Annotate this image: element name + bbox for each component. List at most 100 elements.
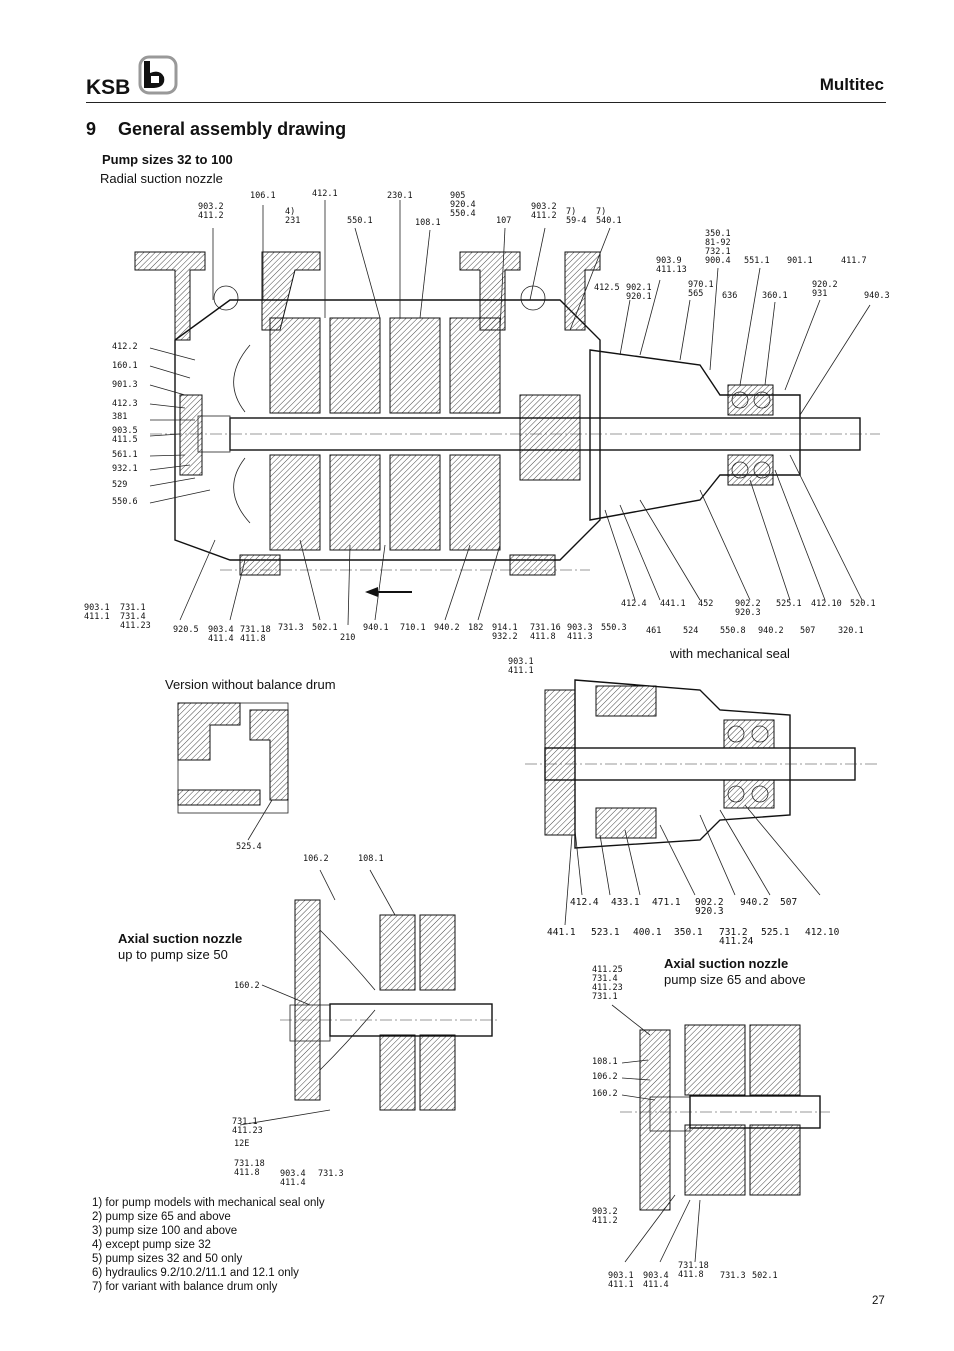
part-label: 902.2 920.3 — [735, 599, 761, 618]
part-label: 636 — [722, 291, 738, 301]
footnotes: 1) for pump models with mechanical seal … — [92, 1196, 325, 1294]
part-label: 7) 59-4 — [566, 207, 587, 226]
part-label: 903.2 411.2 — [592, 1207, 618, 1226]
part-label: 210 — [340, 633, 356, 643]
part-label: 107 — [496, 216, 512, 226]
part-label: 106.2 — [592, 1072, 618, 1082]
part-label: 940.2 — [758, 626, 784, 636]
part-label: 182 — [468, 623, 484, 633]
part-label: 400.1 — [633, 927, 662, 938]
part-label: 902.1 920.1 — [626, 283, 652, 302]
footnote: 4) except pump size 32 — [92, 1239, 211, 1251]
part-label: 731.1 411.23 — [232, 1117, 263, 1136]
part-label: 7) 540.1 — [596, 207, 622, 226]
part-label: 523.1 — [591, 927, 620, 938]
part-label: 452 — [698, 599, 714, 609]
part-label: 160.2 — [592, 1089, 618, 1099]
part-label: 920.5 — [173, 625, 199, 635]
part-label: 905 920.4 550.4 — [450, 191, 476, 219]
part-label: 160.1 — [112, 361, 138, 371]
part-label: 903.2 411.2 — [531, 202, 557, 221]
part-label: 932.1 — [112, 464, 138, 474]
part-label: 108.1 — [592, 1057, 618, 1067]
part-label: 520.1 — [850, 599, 876, 609]
brand-logo-mark — [136, 55, 180, 95]
part-label: 903.1 411.1 — [608, 1271, 634, 1290]
part-label: 920.2 931 — [812, 280, 838, 299]
part-label: 320.1 — [838, 626, 864, 636]
axial-large-drawing — [611, 1004, 830, 1263]
part-label: 471.1 — [652, 897, 681, 908]
part-label: 12E — [234, 1139, 250, 1149]
part-label: 731.2 411.24 — [719, 927, 754, 947]
main-drawing-heading: Pump sizes 32 to 100 — [102, 152, 233, 167]
part-label: 903.4 411.4 — [208, 625, 234, 644]
part-label: 412.4 — [621, 599, 647, 609]
part-label: 524 — [683, 626, 699, 636]
part-label: 108.1 — [358, 854, 384, 864]
no-balance-drum-drawing — [177, 702, 289, 841]
part-label: 350.1 81-92 732.1 900.4 — [705, 229, 731, 266]
part-label: 412.1 — [312, 189, 338, 199]
brand-logo-text: KSB — [86, 76, 131, 99]
part-label: 903.4 411.4 — [280, 1169, 306, 1188]
part-label: 381 — [112, 412, 128, 422]
part-label: 461 — [646, 626, 662, 636]
part-label: 903.2 411.2 — [198, 202, 224, 221]
part-label: 525.4 — [236, 842, 262, 852]
part-label: 901.1 — [787, 256, 813, 266]
footnote: 7) for variant with balance drum only — [92, 1281, 278, 1293]
part-label: 970.1 565 — [688, 280, 714, 299]
part-label: 940.3 — [864, 291, 890, 301]
part-label: 350.1 — [674, 927, 703, 938]
part-label: 412.10 — [811, 599, 842, 609]
part-label: 731.18 411.8 — [240, 625, 271, 644]
part-label: 550.8 — [720, 626, 746, 636]
part-label: 507 — [780, 897, 798, 908]
part-label: 412.5 — [594, 283, 620, 293]
part-label: 731.18 411.8 — [678, 1261, 709, 1280]
section-number: 9 — [86, 119, 97, 139]
axial-small-subheading: up to pump size 50 — [118, 947, 228, 962]
axial-large-subheading: pump size 65 and above — [664, 972, 806, 987]
section-title: General assembly drawing — [118, 119, 347, 139]
axial-small-drawing — [239, 869, 500, 1126]
part-label: 903.1 411.1 — [84, 603, 110, 622]
main-pump-section-drawing — [134, 200, 880, 626]
part-label: 710.1 — [400, 623, 426, 633]
main-drawing-subheading: Radial suction nozzle — [100, 171, 223, 186]
mech-seal-drawing — [525, 679, 880, 926]
part-label: 529 — [112, 480, 128, 490]
part-label: 230.1 — [387, 191, 413, 201]
product-name: Multitec — [819, 75, 884, 94]
footnote: 5) pump sizes 32 and 50 only — [92, 1253, 243, 1265]
part-label: 731.3 — [278, 623, 304, 633]
part-label: 901.3 — [112, 380, 138, 390]
footnote: 2) pump size 65 and above — [92, 1211, 231, 1223]
part-label: 412.3 — [112, 399, 138, 409]
part-label: 412.10 — [805, 927, 840, 938]
part-label: 412.2 — [112, 342, 138, 352]
part-label: 550.6 — [112, 497, 138, 507]
footnote: 1) for pump models with mechanical seal … — [92, 1197, 325, 1209]
part-label: 902.2 920.3 — [695, 897, 724, 917]
part-label: 731.3 — [318, 1169, 344, 1179]
page-number: 27 — [872, 1295, 885, 1307]
part-label: 525.1 — [776, 599, 802, 609]
part-label: 551.1 — [744, 256, 770, 266]
part-label: 903.1 411.1 — [508, 657, 534, 676]
part-label: 160.2 — [234, 981, 260, 991]
part-label: 106.1 — [250, 191, 276, 201]
part-label: 106.2 — [303, 854, 329, 864]
footnote: 6) hydraulics 9.2/10.2/11.1 and 12.1 onl… — [92, 1267, 299, 1279]
part-label: 411.25 731.4 411.23 731.1 — [592, 965, 623, 1002]
part-label: 502.1 — [312, 623, 338, 633]
axial-small-heading: Axial suction nozzle — [118, 931, 243, 946]
part-label: 411.7 — [841, 256, 867, 266]
part-label: 903.4 411.4 — [643, 1271, 669, 1290]
part-label: 4) 231 — [285, 207, 301, 226]
header-rule — [86, 102, 886, 103]
part-label: 940.1 — [363, 623, 389, 633]
no-balance-drum-caption: Version without balance drum — [165, 677, 336, 692]
